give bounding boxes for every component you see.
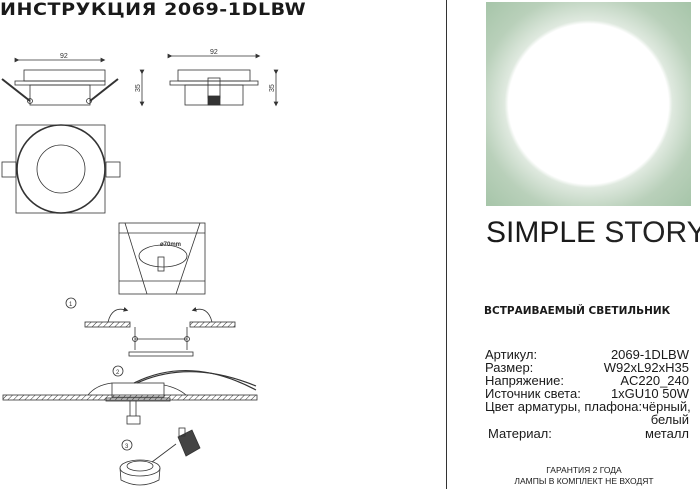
brand-name-light: STORY [604, 216, 700, 249]
spec-value: AC220_240 [620, 373, 689, 388]
width-dimension-right: 92 [210, 49, 218, 56]
divider [446, 0, 447, 489]
step-2-label: 2 [116, 370, 120, 376]
cutout-diameter-label: ø70mm [160, 242, 181, 248]
height-dimension-left: 35 [135, 84, 142, 92]
brand-name: SIMPLE STORY [486, 216, 700, 250]
brand-name-bold: SIMPLE [486, 216, 597, 249]
spec-label: Цвет арматуры, плафона: [485, 399, 643, 414]
spec-label: Материал: [488, 426, 552, 441]
spec-row: Источник света: 1xGU10 50W [485, 387, 689, 400]
spec-label: Размер: [485, 360, 534, 375]
spec-row: Артикул: 2069-1DLBW [485, 348, 689, 361]
ceiling-cutout-drawing [118, 222, 206, 295]
width-dimension-left: 92 [60, 53, 68, 60]
spec-row: Материал: металл [488, 427, 689, 440]
spec-value: чёрный, [642, 399, 691, 414]
warranty-note: ГАРАНТИЯ 2 ГОДА [546, 465, 622, 475]
side-view-left [1, 57, 145, 107]
step-1-drawing [65, 297, 236, 357]
top-view [1, 124, 121, 214]
lamps-note: ЛАМПЫ В КОМПЛЕКТ НЕ ВХОДЯТ [514, 476, 654, 486]
side-view-right [167, 53, 279, 107]
spec-label: Источник света: [485, 386, 581, 401]
spec-row: белый [485, 413, 689, 426]
step-2-drawing [2, 365, 258, 425]
spec-label: Артикул: [485, 347, 538, 362]
spec-value: металл [645, 426, 689, 441]
brand-logo [486, 2, 691, 206]
spec-row: Цвет арматуры, плафона:чёрный, [485, 399, 691, 414]
spec-label: Напряжение: [485, 373, 564, 388]
installation-drawings: 92 92 35 35 ø70mm 1 2 3 [1, 49, 279, 486]
spec-value: 2069-1DLBW [610, 347, 689, 362]
height-dimension-right: 35 [269, 84, 276, 92]
step-1-label: 1 [69, 302, 73, 308]
step-3-drawing [119, 427, 201, 486]
spec-value: W92xL92xH35 [603, 360, 689, 375]
spec-value: белый [650, 412, 689, 427]
spec-value: 1xGU10 50W [610, 386, 689, 401]
step-3-label: 3 [125, 444, 129, 450]
spec-row: Напряжение: AC220_240 [485, 374, 689, 387]
document-title: ИНСТРУКЦИЯ 2069-1DLBW [0, 0, 307, 20]
spec-row: Размер: W92xL92xH35 [485, 361, 689, 374]
product-type: ВСТРАИВАЕМЫЙ СВЕТИЛЬНИК [484, 305, 671, 317]
